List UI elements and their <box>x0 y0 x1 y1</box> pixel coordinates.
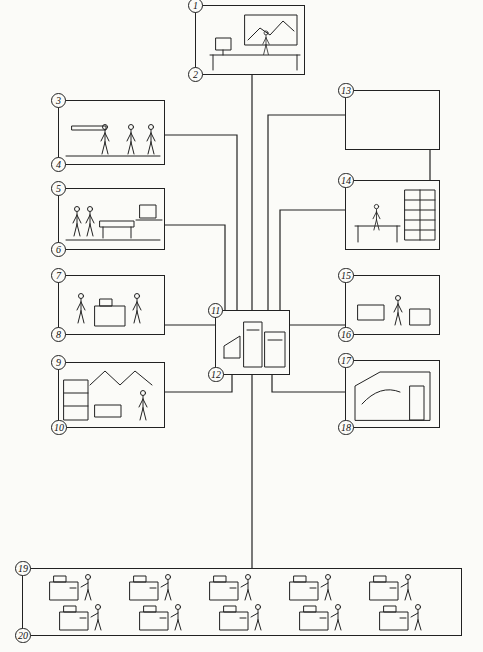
computer-box: 1112 <box>215 310 290 375</box>
connector-line <box>251 375 252 568</box>
workshop-row <box>50 575 421 631</box>
operator-scene <box>358 296 430 326</box>
connector-line <box>280 210 345 310</box>
measuring-scene <box>66 125 160 157</box>
callout-number: 18 <box>338 420 354 435</box>
workshop-box: 1920 <box>22 568 462 636</box>
station-box: 78 <box>58 275 165 335</box>
empty-box: 13 <box>345 90 440 150</box>
callout-number: 5 <box>51 181 66 196</box>
connector-line <box>165 135 237 310</box>
station-box: 1516 <box>345 275 440 335</box>
callout-number: 8 <box>51 327 66 342</box>
counter-scene <box>77 294 141 327</box>
callout-number: 11 <box>208 303 223 318</box>
callout-number: 17 <box>338 353 354 368</box>
callout-number: 16 <box>338 327 354 342</box>
computer-center <box>224 322 285 367</box>
callout-number: 13 <box>338 83 354 98</box>
callout-number: 1 <box>188 0 203 13</box>
connector-line <box>429 150 430 180</box>
callout-number: 10 <box>51 420 67 435</box>
archive-scene <box>355 190 435 242</box>
callout-number: 12 <box>208 367 224 382</box>
connector-line <box>165 225 225 310</box>
station-box: 56 <box>58 188 165 250</box>
lab-scene <box>66 205 162 240</box>
callout-number: 2 <box>188 67 203 82</box>
connector-line <box>272 375 345 392</box>
workplace-box: 12 <box>195 5 305 75</box>
connector-line <box>268 115 345 310</box>
warehouse-scene <box>64 371 152 420</box>
callout-number: 15 <box>338 268 354 283</box>
machine-scene <box>355 372 430 420</box>
station-box: 34 <box>58 100 165 165</box>
station-box: 910 <box>58 362 165 428</box>
callout-number: 6 <box>51 242 66 257</box>
design-workplace <box>210 15 300 70</box>
station-box: 14 <box>345 180 440 250</box>
callout-number: 3 <box>51 93 66 108</box>
callout-number: 4 <box>51 157 66 172</box>
callout-number: 14 <box>338 173 354 188</box>
connector-line <box>165 324 215 325</box>
connector-line <box>290 324 345 325</box>
station-box: 1718 <box>345 360 440 428</box>
connector-line <box>251 75 252 310</box>
callout-number: 19 <box>15 561 31 576</box>
callout-number: 7 <box>51 268 66 283</box>
callout-number: 20 <box>15 628 31 643</box>
callout-number: 9 <box>51 355 66 370</box>
